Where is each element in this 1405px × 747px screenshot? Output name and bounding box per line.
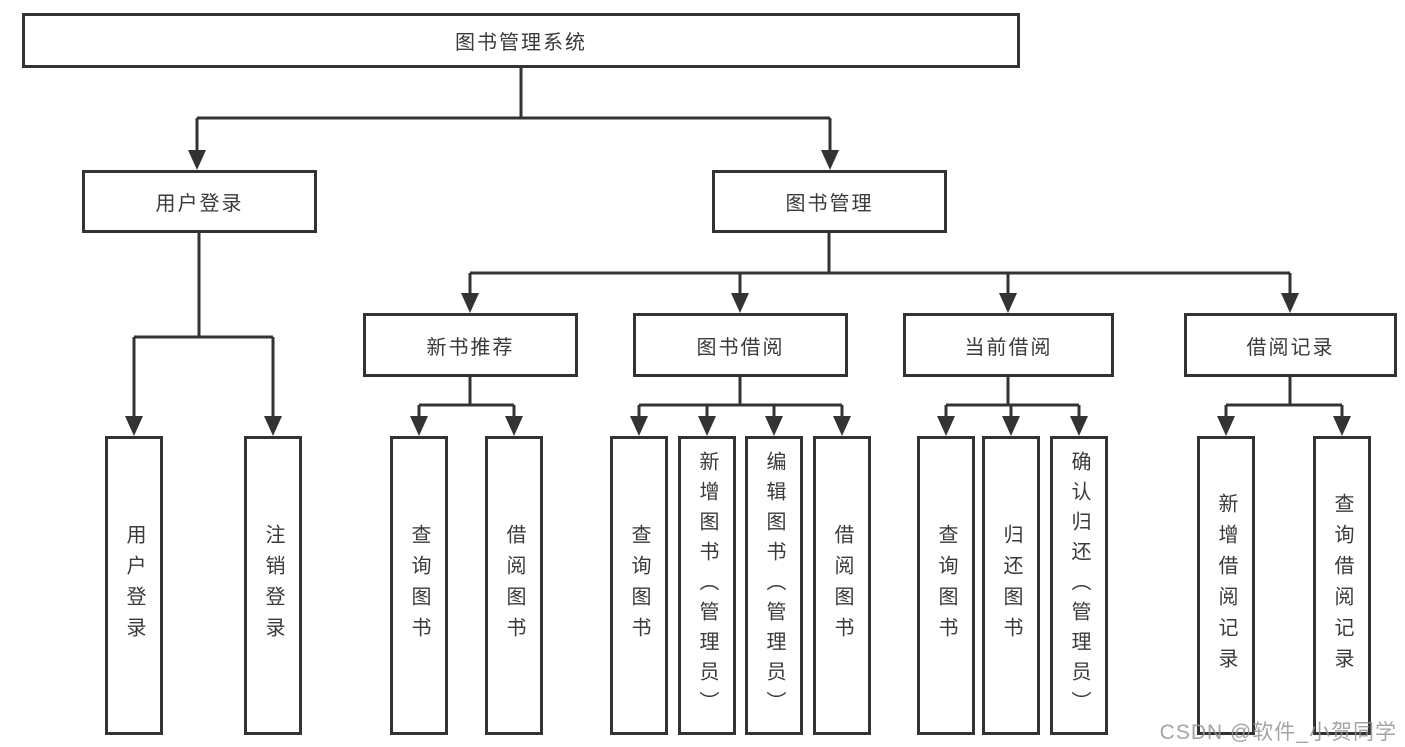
node-label: 图书管理系统 bbox=[455, 32, 587, 54]
node-new-book-recommend: 新书推荐 bbox=[363, 313, 578, 377]
leaf-add-books-admin: 新增图书（管理员） bbox=[678, 436, 736, 735]
leaf-borrow-books: 借阅图书 bbox=[813, 436, 871, 735]
node-label: 查询借阅记录 bbox=[1331, 492, 1353, 679]
node-label: 注销登录 bbox=[262, 523, 284, 648]
node-label: 借阅记录 bbox=[1246, 336, 1335, 359]
leaf-user-login: 用户登录 bbox=[105, 436, 163, 735]
node-label: 当前借阅 bbox=[964, 336, 1053, 359]
node-label: 图书借阅 bbox=[696, 336, 785, 359]
leaf-return-books: 归还图书 bbox=[982, 436, 1040, 735]
node-label: 编辑图书（管理员） bbox=[763, 450, 785, 721]
node-system-root: 图书管理系统 bbox=[22, 13, 1020, 68]
node-book-borrow: 图书借阅 bbox=[633, 313, 848, 377]
node-book-management: 图书管理 bbox=[712, 170, 947, 233]
node-label: 新增借阅记录 bbox=[1215, 492, 1237, 679]
leaf-query-borrow-record: 查询借阅记录 bbox=[1313, 436, 1371, 735]
leaf-query-books-current: 查询图书 bbox=[917, 436, 975, 735]
node-label: 查询图书 bbox=[935, 523, 957, 648]
leaf-confirm-return-admin: 确认归还（管理员） bbox=[1050, 436, 1108, 735]
node-label: 图书管理 bbox=[785, 193, 874, 215]
node-label: 查询图书 bbox=[408, 523, 430, 648]
node-label: 新书推荐 bbox=[426, 336, 515, 359]
node-label: 借阅图书 bbox=[503, 523, 525, 648]
leaf-borrow-books-recommend: 借阅图书 bbox=[485, 436, 543, 735]
node-current-borrow: 当前借阅 bbox=[903, 313, 1114, 377]
leaf-edit-books-admin: 编辑图书（管理员） bbox=[745, 436, 803, 735]
leaf-query-books-recommend: 查询图书 bbox=[390, 436, 448, 735]
csdn-watermark: CSDN @软件_小贺同学 bbox=[1159, 721, 1397, 744]
leaf-logout: 注销登录 bbox=[244, 436, 302, 735]
leaf-query-books-borrow: 查询图书 bbox=[610, 436, 668, 735]
node-label: 用户登录 bbox=[123, 523, 145, 648]
node-label: 借阅图书 bbox=[831, 523, 853, 648]
leaf-add-borrow-record: 新增借阅记录 bbox=[1197, 436, 1255, 735]
node-label: 确认归还（管理员） bbox=[1068, 450, 1090, 721]
node-label: 用户登录 bbox=[155, 193, 244, 215]
node-user-login: 用户登录 bbox=[82, 170, 317, 233]
node-label: 查询图书 bbox=[628, 523, 650, 648]
node-borrow-records: 借阅记录 bbox=[1184, 313, 1397, 377]
node-label: 归还图书 bbox=[1000, 523, 1022, 648]
node-label: 新增图书（管理员） bbox=[696, 450, 718, 721]
